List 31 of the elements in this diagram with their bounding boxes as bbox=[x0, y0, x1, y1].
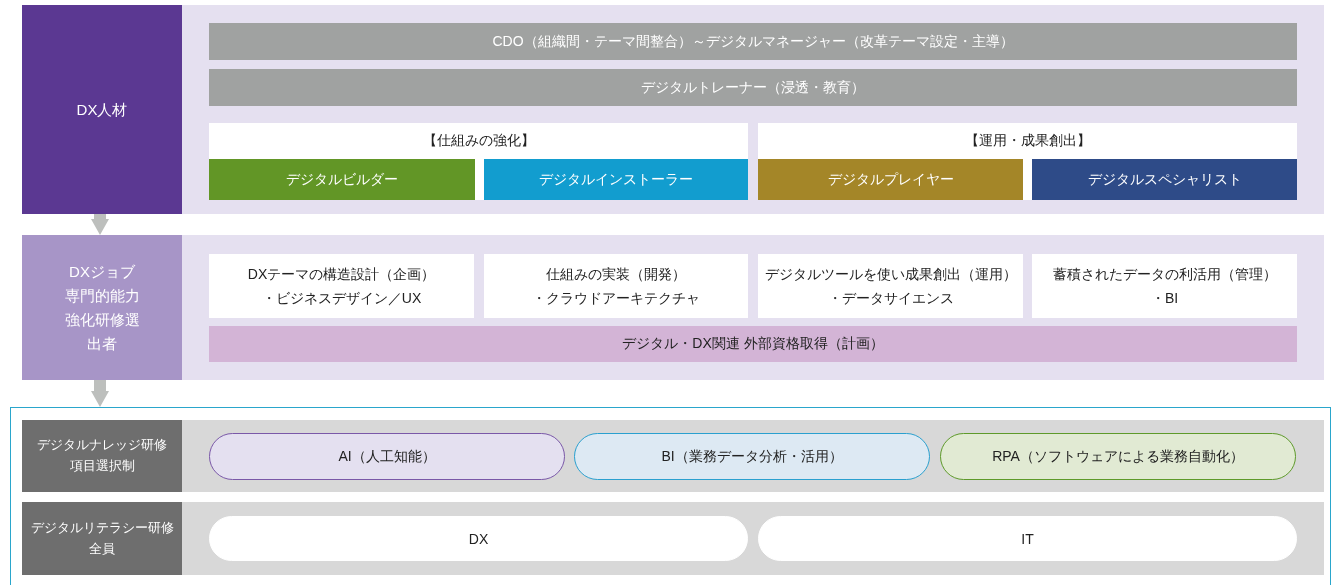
topic-card: デジタルツールを使い成果創出（運用） ・データサイエンス bbox=[758, 254, 1023, 318]
category-header: DXジョブ専門的能力強化研修選出者 bbox=[22, 235, 182, 380]
arrow bbox=[91, 380, 109, 407]
content-panel bbox=[182, 502, 1324, 575]
role-bar: CDO（組織間・テーマ間整合）～デジタルマネージャー（改革テーマ設定・主導） bbox=[209, 23, 1297, 60]
role-bar: デジタル・DX関連 外部資格取得（計画） bbox=[209, 326, 1297, 362]
group-panel bbox=[209, 123, 748, 200]
category-header: デジタルナレッジ研修項目選択制 bbox=[22, 420, 182, 492]
course-pill: DX bbox=[209, 516, 748, 561]
course-pill: BI（業務データ分析・活用） bbox=[574, 433, 930, 480]
content-panel bbox=[182, 420, 1324, 492]
section-frame bbox=[10, 407, 1331, 585]
role-bar: デジタルプレイヤー bbox=[758, 159, 1023, 200]
role-bar: デジタルスペシャリスト bbox=[1032, 159, 1297, 200]
content-panel bbox=[182, 235, 1324, 380]
group-heading: 【運用・成果創出】 bbox=[963, 132, 1092, 150]
group-panel bbox=[758, 123, 1297, 200]
category-header: デジタルリテラシー研修全員 bbox=[22, 502, 182, 575]
role-bar: デジタルインストーラー bbox=[484, 159, 748, 200]
topic-card: 仕組みの実装（開発） ・クラウドアーキテクチャ bbox=[484, 254, 748, 318]
group-heading: 【仕組みの強化】 bbox=[421, 132, 536, 150]
course-pill: AI（人工知能） bbox=[209, 433, 565, 480]
category-header: DX人材 bbox=[22, 5, 182, 214]
content-panel bbox=[182, 5, 1324, 214]
topic-card: DXテーマの構造設計（企画） ・ビジネスデザイン／UX bbox=[209, 254, 474, 318]
role-bar: デジタルトレーナー（浸透・教育） bbox=[209, 69, 1297, 106]
role-bar: デジタルビルダー bbox=[209, 159, 475, 200]
topic-card: 蓄積されたデータの利活用（管理） ・BI bbox=[1032, 254, 1297, 318]
arrow bbox=[91, 214, 109, 235]
course-pill: IT bbox=[758, 516, 1297, 561]
course-pill: RPA（ソフトウェアによる業務自動化） bbox=[940, 433, 1296, 480]
